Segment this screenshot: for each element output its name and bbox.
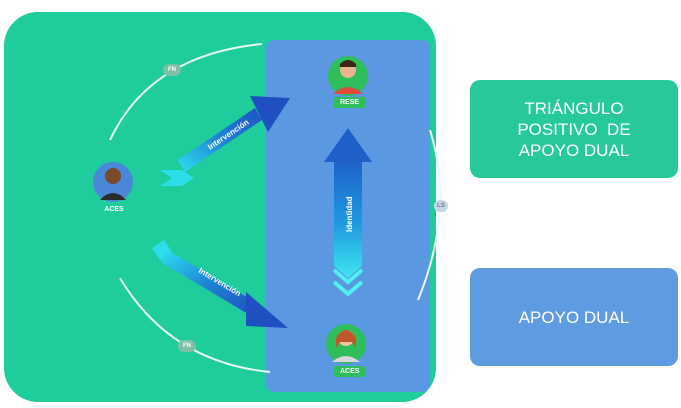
avatar-top-icon	[328, 56, 368, 96]
arc-right	[417, 129, 442, 301]
pill-right: LS	[434, 200, 448, 212]
node-top-badge: RESE	[334, 97, 366, 108]
legend-triangle-line-2: POSITIVO DE	[517, 119, 631, 139]
avatar-left-icon	[93, 162, 133, 202]
legend-triangle-box: TRIÁNGULO POSITIVO DE APOYO DUAL	[470, 80, 678, 178]
node-left-label: ACES	[104, 206, 124, 213]
intervention-arrow-upper: Intervención	[160, 96, 290, 186]
intervention-label-upper: Intervención	[206, 118, 251, 152]
legend-dual-label: APOYO DUAL	[518, 307, 630, 327]
pill-top: FN	[163, 64, 181, 76]
legend-triangle-line-3: APOYO DUAL	[518, 140, 630, 160]
intervention-arrow-lower: Intervención	[152, 240, 288, 328]
avatar-bottom-icon	[326, 324, 366, 364]
node-bottom-badge: ACES	[334, 366, 366, 377]
legend-dual-box: APOYO DUAL	[470, 268, 678, 366]
identity-label: Identidad	[345, 196, 354, 232]
pill-bottom: FN	[178, 340, 196, 352]
identity-arrow: Identidad	[324, 128, 372, 297]
legend-triangle-line-1: TRIÁNGULO	[524, 98, 624, 118]
